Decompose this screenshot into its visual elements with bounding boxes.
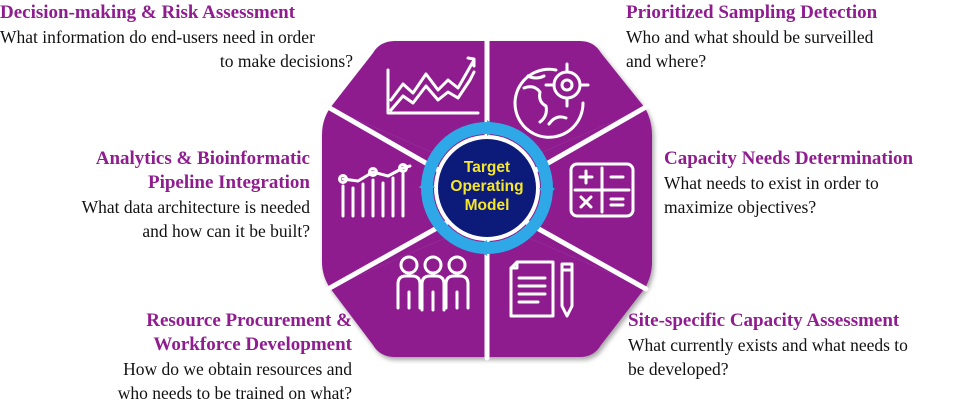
globe-target-icon [513, 62, 590, 139]
cycle-arrows-icon [419, 120, 555, 256]
bar-chart-icon [338, 163, 412, 218]
decision-title: Decision-making & Risk Assessment [0, 2, 296, 23]
sampling-question-line-2: and where? [626, 51, 707, 71]
center-label-line-3: Model [465, 197, 510, 214]
analytics-title-line-1: Analytics & Bioinformatic [95, 148, 310, 169]
sampling-block: Prioritized Sampling Detection Who and w… [626, 1, 956, 73]
segment-site [487, 220, 645, 357]
people-icon [396, 255, 470, 312]
center-label-line-1: Target [464, 159, 510, 176]
resource-block: Resource Procurement & Workforce Develop… [30, 309, 352, 405]
resource-question-line-2: who needs to be trained on what? [117, 383, 352, 403]
segment-resource [330, 220, 487, 357]
line-chart-icon [386, 56, 480, 115]
capacity-question-line-1: What needs to exist in order to [664, 173, 879, 193]
document-pencil-icon [509, 260, 574, 318]
calculator-icon [569, 162, 635, 218]
analytics-title-line-2: Pipeline Integration [147, 172, 310, 193]
sampling-title: Prioritized Sampling Detection [626, 2, 878, 23]
site-block: Site-specific Capacity Assessment What c… [628, 309, 956, 381]
resource-title-line-2: Workforce Development [153, 334, 352, 355]
center-label-line-2: Operating [450, 178, 523, 195]
resource-question-line-1: How do we obtain resources and [123, 359, 352, 379]
resource-title-line-1: Resource Procurement & [146, 310, 352, 331]
capacity-question-line-2: maximize objectives? [664, 197, 817, 217]
analytics-block: Analytics & Bioinformatic Pipeline Integ… [10, 147, 310, 243]
analytics-question-line-2: and how can it be built? [142, 221, 310, 241]
sampling-question-line-1: Who and what should be surveilled [626, 27, 874, 47]
site-question-line-2: be developed? [628, 359, 729, 379]
decision-question-line-2: to make decisions? [219, 51, 353, 71]
decision-question-line-1: What information do end-users need in or… [0, 27, 315, 47]
site-title: Site-specific Capacity Assessment [628, 310, 900, 331]
capacity-title: Capacity Needs Determination [664, 148, 914, 169]
analytics-question-line-1: What data architecture is needed [81, 197, 310, 217]
site-question-line-1: What currently exists and what needs to [628, 335, 908, 355]
capacity-block: Capacity Needs Determination What needs … [664, 147, 956, 219]
decision-block: Decision-making & Risk Assessment What i… [0, 1, 355, 73]
center-hub: Target Operating Model [419, 120, 555, 256]
